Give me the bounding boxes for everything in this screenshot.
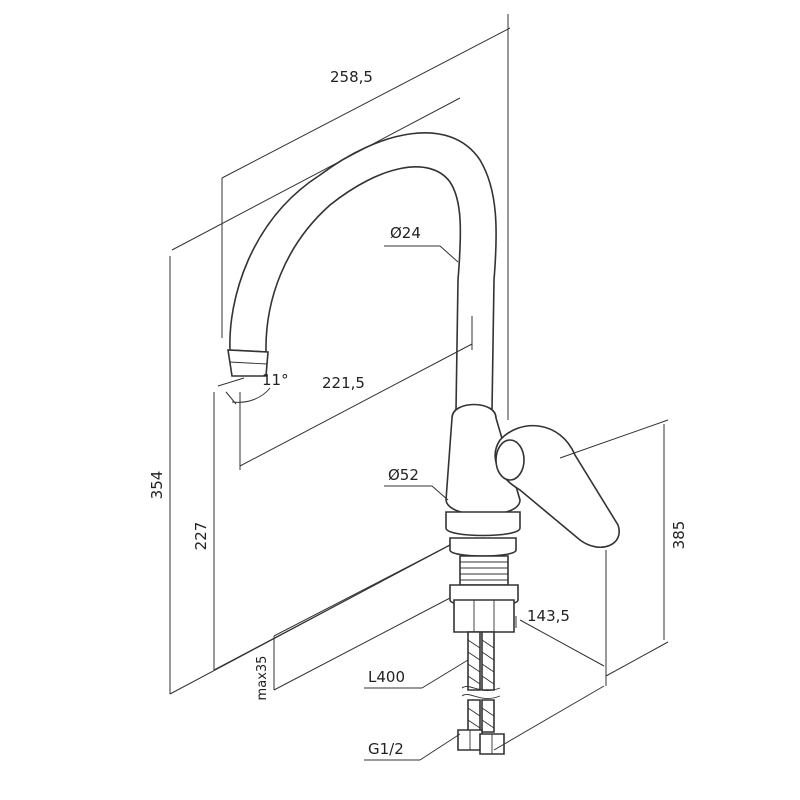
dim-connection-thread: G1/2 — [368, 740, 404, 758]
dim-handle-height: 385 — [670, 521, 688, 550]
dim-spout-length: 258,5 — [330, 68, 373, 86]
dim-handle-depth: 143,5 — [527, 607, 570, 625]
mounting-nut — [453, 599, 515, 633]
dimension-lines — [169, 14, 669, 761]
threaded-stud — [459, 555, 509, 586]
base-ring — [445, 511, 521, 537]
braided-hose — [461, 631, 501, 733]
gasket — [449, 537, 517, 557]
dim-spout-diameter: Ø24 — [390, 224, 421, 242]
dim-spout-angle: 11° — [262, 371, 289, 389]
dim-total-height: 354 — [148, 471, 166, 500]
mixer-body — [445, 403, 521, 516]
dim-spout-reach: 221,5 — [322, 374, 365, 392]
dim-hose-length: L400 — [368, 668, 405, 686]
dim-spout-height: 227 — [192, 522, 210, 551]
spout — [229, 132, 497, 411]
handle-joint — [495, 439, 525, 481]
dim-body-diameter: Ø52 — [388, 466, 419, 484]
faucet-outline — [227, 132, 620, 755]
dim-max-mount-thickness: max35 — [255, 656, 270, 701]
